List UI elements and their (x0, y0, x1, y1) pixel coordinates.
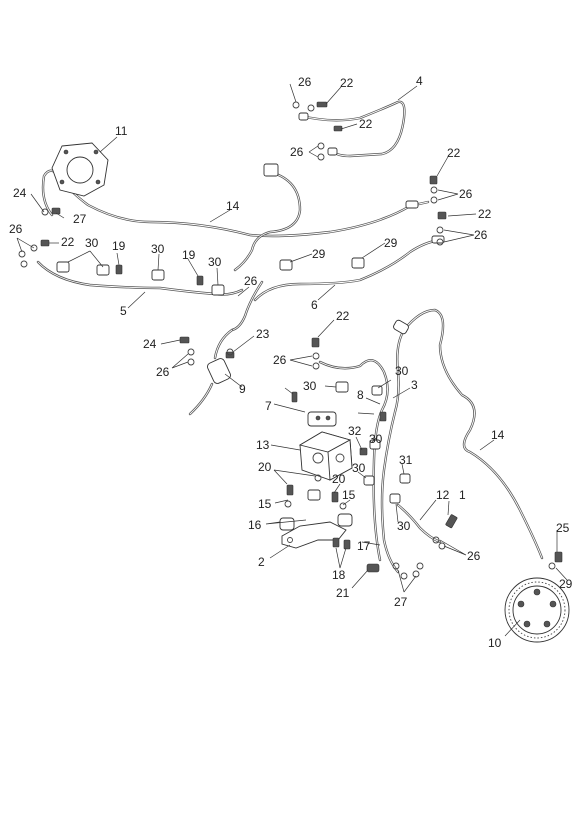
callout-label: 24 (13, 186, 27, 200)
callout-label: 30 (303, 379, 317, 393)
callout-label: 26 (9, 222, 23, 236)
callout-label: 26 (474, 228, 488, 242)
callout-label: 9 (239, 382, 246, 396)
callout-label: 31 (399, 453, 413, 467)
callout-label: 30 (352, 461, 366, 475)
callout-label: 22 (359, 117, 373, 131)
callout-label: 26 (244, 274, 258, 288)
callout-label: 17 (357, 539, 371, 553)
callout-label: 20 (258, 460, 272, 474)
callout-label: 27 (394, 595, 408, 609)
callout-label: 3 (411, 378, 418, 392)
callout-label: 15 (342, 488, 356, 502)
bolts-and-washers (18, 101, 563, 580)
bracket-2 (279, 489, 353, 549)
callout-label: 26 (290, 145, 304, 159)
callout-label: 30 (369, 432, 383, 446)
front-sensor-9 (188, 328, 234, 416)
callout-label: 21 (336, 586, 350, 600)
callout-label: 11 (115, 124, 128, 138)
callout-label: 29 (312, 247, 326, 261)
callout-labels: 1 2 3 4 5 6 7 8 9 10 11 12 13 14 14 15 1… (9, 74, 573, 650)
callout-label: 19 (182, 248, 196, 262)
callout-label: 14 (226, 199, 240, 213)
callout-label: 22 (478, 207, 492, 221)
callout-label: 20 (332, 472, 346, 486)
callout-label: 23 (256, 327, 270, 341)
callout-label: 22 (336, 309, 350, 323)
callout-label: 30 (395, 364, 409, 378)
callout-label: 22 (447, 146, 461, 160)
rear-hose-14 (380, 308, 544, 574)
callout-label: 1 (459, 488, 466, 502)
callout-label: 10 (488, 636, 502, 650)
callout-label: 32 (348, 424, 362, 438)
callout-label: 30 (397, 519, 411, 533)
callout-label: 22 (340, 76, 354, 90)
ring-11 (51, 142, 109, 197)
callout-label: 16 (248, 518, 262, 532)
callout-label: 25 (556, 521, 570, 535)
callout-label: 18 (332, 568, 346, 582)
front-hose-6 (230, 235, 445, 332)
callout-label: 24 (143, 337, 157, 351)
callout-label: 12 (436, 488, 450, 502)
upper-rear-hose-4 (298, 100, 406, 158)
callout-label: 30 (208, 255, 222, 269)
tone-ring-10 (504, 577, 570, 643)
callout-label: 26 (298, 75, 312, 89)
hose-3-and-12 (318, 359, 442, 562)
callout-label: 26 (273, 353, 287, 367)
callout-label: 6 (311, 298, 318, 312)
callout-label: 2 (258, 555, 265, 569)
callout-label: 14 (491, 428, 505, 442)
callout-label: 8 (357, 388, 364, 402)
brake-line-14-upper (41, 163, 430, 272)
callout-label: 30 (151, 242, 165, 256)
leader-lines (16, 83, 568, 637)
callout-label: 27 (73, 212, 87, 226)
callout-label: 26 (467, 549, 481, 563)
callout-label: 4 (416, 74, 423, 88)
callout-label: 13 (256, 438, 270, 452)
callout-label: 29 (559, 577, 573, 591)
callout-label: 15 (258, 497, 272, 511)
callout-label: 30 (85, 236, 99, 250)
callout-label: 19 (112, 239, 126, 253)
callout-label: 7 (265, 399, 272, 413)
callout-label: 29 (384, 236, 398, 250)
callout-label: 5 (120, 304, 127, 318)
callout-label: 26 (156, 365, 170, 379)
callout-label: 26 (459, 187, 473, 201)
callout-label: 22 (61, 235, 75, 249)
abs-modulator-13 (298, 411, 353, 481)
